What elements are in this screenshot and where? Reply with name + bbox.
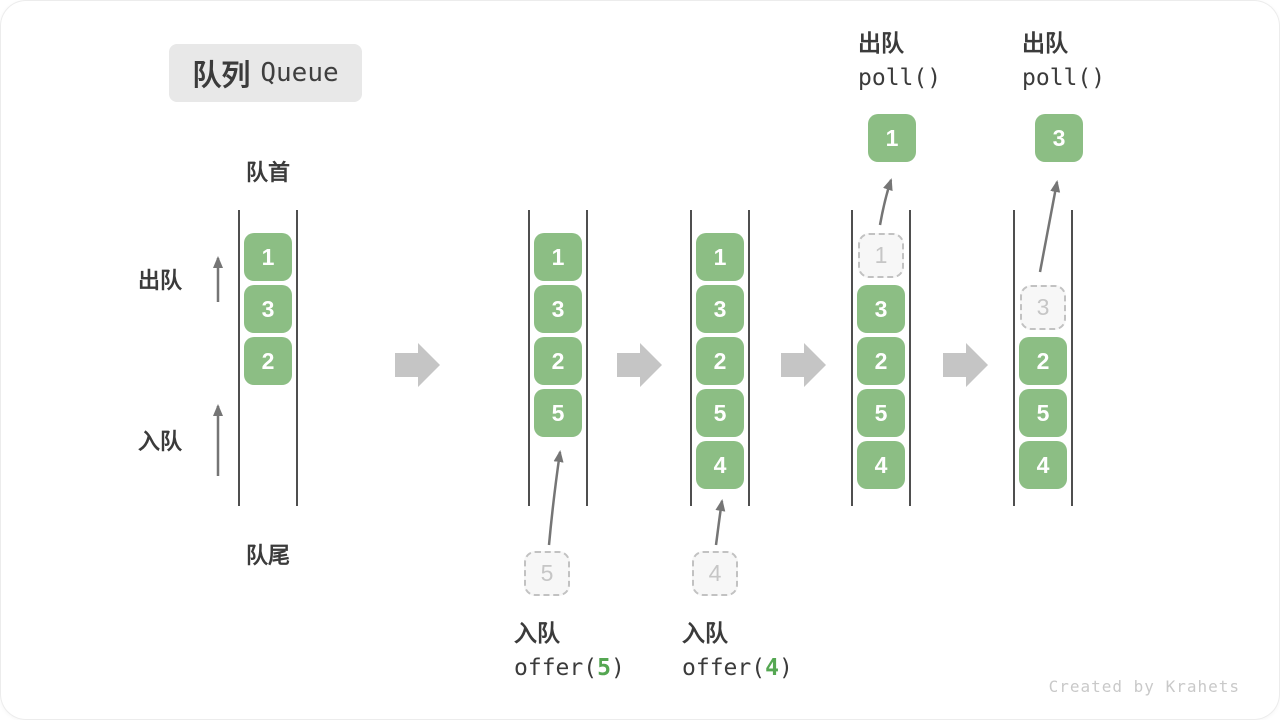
- queue-channel-lines: [238, 210, 1073, 506]
- queue-cell: 3: [696, 285, 744, 333]
- code-arg: 4: [765, 655, 779, 681]
- dequeue-side-label: 出队: [137, 268, 182, 293]
- queue-cell: 2: [244, 337, 292, 385]
- queue-cell: 1: [696, 233, 744, 281]
- enqueue-label: 入队: [514, 620, 560, 646]
- enqueue-code: offer(4): [682, 651, 793, 686]
- removed-element-ghost: 1: [858, 233, 904, 278]
- code-after: ): [610, 655, 625, 681]
- title-english: Queue: [260, 58, 339, 88]
- watermark: Created by Krahets: [1048, 677, 1240, 696]
- poll-operation-caption: 出队 poll(): [858, 26, 941, 96]
- queue-cell: 5: [696, 389, 744, 437]
- enqueue-side-label: 入队: [137, 429, 182, 454]
- enqueue-operation-caption: 入队 offer(4): [682, 616, 793, 686]
- queue-cell: 3: [244, 285, 292, 333]
- queue-cell: 5: [1019, 389, 1067, 437]
- poll1-arrow: [878, 178, 893, 226]
- right-block-arrow: [943, 343, 988, 387]
- polled-element: 1: [868, 114, 916, 162]
- right-block-arrow: [395, 343, 440, 387]
- enqueue4-arrow: [714, 499, 726, 546]
- queue-cell: 4: [696, 441, 744, 489]
- enqueue-label: 入队: [682, 620, 728, 646]
- diagram-title: 队列 Queue: [169, 44, 362, 102]
- code-after: ): [778, 655, 793, 681]
- queue-cell: 5: [534, 389, 582, 437]
- queue-cell: 4: [857, 441, 905, 489]
- poll-code: poll(): [1022, 65, 1106, 91]
- enqueue5-arrow: [547, 450, 564, 546]
- queue-cell: 2: [1019, 337, 1067, 385]
- poll2-arrow: [1038, 180, 1061, 273]
- polled-element: 3: [1035, 114, 1083, 162]
- queue-cell: 2: [696, 337, 744, 385]
- queue-cell: 4: [1019, 441, 1067, 489]
- poll-code: poll(): [858, 65, 942, 91]
- poll-label: 出队: [1022, 30, 1068, 56]
- queue-front-label: 队首: [245, 160, 290, 185]
- queue-cell: 3: [857, 285, 905, 333]
- flow-arrows: [213, 178, 1061, 546]
- poll-operation-caption: 出队 poll(): [1022, 26, 1105, 96]
- title-chinese: 队列: [192, 60, 251, 92]
- code-before: offer(: [682, 655, 766, 681]
- code-before: offer(: [514, 655, 598, 681]
- queue-cell: 1: [244, 233, 292, 281]
- queue-cell: 3: [534, 285, 582, 333]
- removed-element-ghost: 3: [1020, 285, 1066, 330]
- incoming-element-ghost: 4: [692, 551, 738, 596]
- queue-cell: 2: [534, 337, 582, 385]
- queue-cell: 2: [857, 337, 905, 385]
- queue-cell: 1: [534, 233, 582, 281]
- queue-rear-label: 队尾: [245, 543, 290, 568]
- code-arg: 5: [597, 655, 611, 681]
- right-block-arrow: [781, 343, 826, 387]
- poll-label: 出队: [858, 30, 904, 56]
- enqueue-operation-caption: 入队 offer(5): [514, 616, 625, 686]
- state-transition-arrows: [395, 343, 988, 387]
- queue-cell: 5: [857, 389, 905, 437]
- incoming-element-ghost: 5: [524, 551, 570, 596]
- right-block-arrow: [617, 343, 662, 387]
- enqueue-code: offer(5): [514, 651, 625, 686]
